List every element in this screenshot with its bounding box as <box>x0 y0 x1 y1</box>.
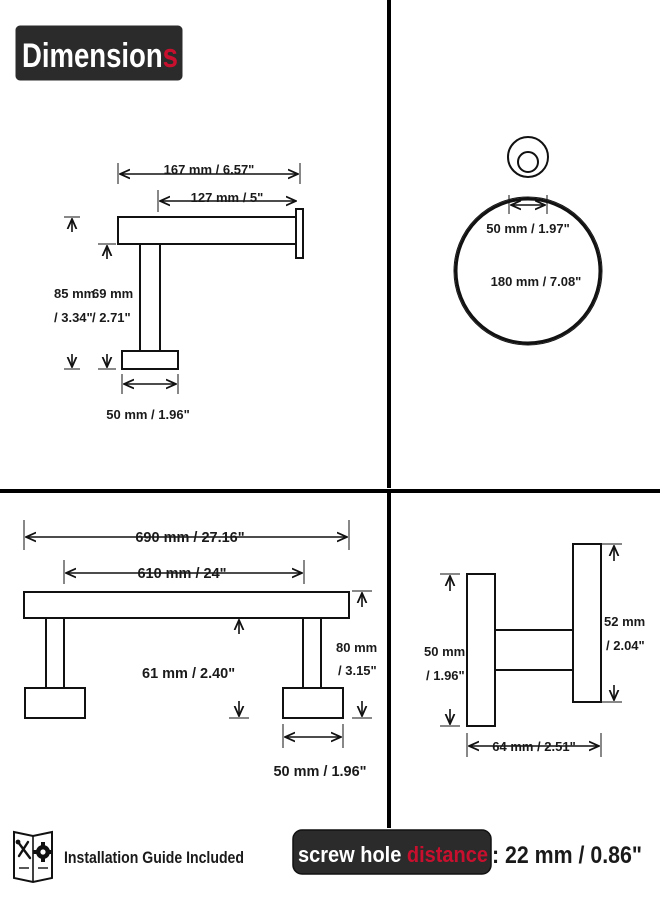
label-bar-projection: 61 mm / 2.40" <box>142 666 235 682</box>
label-mount-diameter: 50 mm / 1.97" <box>486 221 570 236</box>
title-main-text: Dimension <box>22 37 163 75</box>
panel-towel-ring: 50 mm / 1.97" 180 mm / 7.08" <box>453 136 603 346</box>
label-hook-depth: 64 mm / 2.51" <box>492 739 576 754</box>
ring-mount-clasp <box>517 151 539 173</box>
screw-distance-value: : 22 mm / 0.86" <box>492 842 642 869</box>
panel-dividers <box>0 0 660 828</box>
holder-end-cap <box>295 208 304 259</box>
bar-rail <box>23 591 350 619</box>
screw-hole-distance: screw hole distance : 22 mm / 0.86" <box>292 829 642 875</box>
bar-post-right <box>302 617 322 689</box>
hook-wall-plate <box>466 573 496 727</box>
bar-base-right <box>282 687 344 719</box>
label-total-height-mm: 85 mm <box>54 286 95 301</box>
title-badge: Dimensions <box>12 22 186 84</box>
label-ring-diameter: 180 mm / 7.08" <box>491 274 582 289</box>
hook-head <box>572 543 602 703</box>
title-badge-bg <box>12 22 186 84</box>
label-bar-total-length: 690 mm / 27.16" <box>135 530 244 546</box>
panel-paper-holder: 167 mm / 6.57" 127 mm / 5" 85 mm / 3.34"… <box>54 162 304 422</box>
label-bar-height-in: / 3.15" <box>338 663 377 678</box>
screw-badge-label: screw hole distance <box>298 842 488 867</box>
label-bar-height-mm: 80 mm <box>336 640 377 655</box>
label-hook-head-height-in: / 2.04" <box>606 638 645 653</box>
screw-badge-bg <box>292 829 492 875</box>
holder-arm <box>117 216 299 245</box>
label-base-width: 50 mm / 1.96" <box>106 407 190 422</box>
screw-prefix-text: screw hole <box>298 842 407 867</box>
holder-base <box>121 350 179 370</box>
screw-accent-text: distance <box>407 842 488 867</box>
tools-manual-icon <box>13 830 53 884</box>
label-hook-base-height-mm: 50 mm <box>424 644 465 659</box>
label-hook-base-height-in: / 1.96" <box>426 668 465 683</box>
label-post-height-in: / 2.71" <box>92 310 131 325</box>
ring-outer <box>454 197 602 345</box>
panel-robe-hook: 50 mm / 1.96" 52 mm / 2.04" 64 mm / 2.51… <box>424 543 645 757</box>
ring-outline <box>453 196 603 346</box>
label-post-height-mm: 69 mm <box>92 286 133 301</box>
label-arm-width: 127 mm / 5" <box>191 190 264 205</box>
installation-guide-label: Installation Guide Included <box>64 848 244 867</box>
hook-arm <box>494 629 574 671</box>
installation-guide: Installation Guide Included <box>13 830 244 884</box>
title-accent-text: s <box>163 37 178 75</box>
bar-post-left <box>45 617 65 689</box>
bar-base-left <box>24 687 86 719</box>
label-bar-length: 610 mm / 24" <box>137 566 226 582</box>
label-total-width: 167 mm / 6.57" <box>164 162 255 177</box>
label-hook-head-height-mm: 52 mm <box>604 614 645 629</box>
label-bar-base-width: 50 mm / 1.96" <box>273 764 366 780</box>
label-total-height-in: / 3.34" <box>54 310 93 325</box>
holder-post <box>139 243 161 353</box>
page-title: Dimensions <box>22 37 178 75</box>
panel-towel-bar: 690 mm / 27.16" 610 mm / 24" 61 mm / 2.4… <box>23 520 377 780</box>
